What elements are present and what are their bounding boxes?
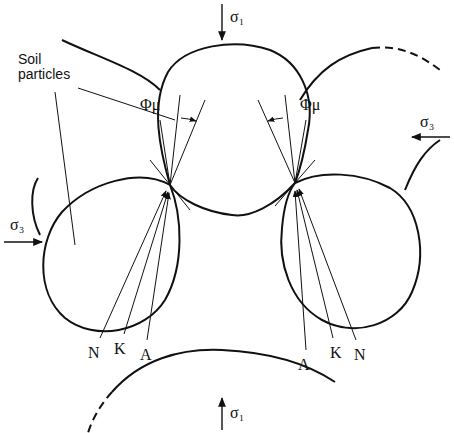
- partial-particle: [405, 140, 440, 190]
- force-label: A: [140, 346, 152, 364]
- force-label: A: [298, 356, 310, 374]
- leader-line: [55, 92, 75, 245]
- partial-particle: [300, 48, 372, 100]
- force-arrow: [147, 193, 169, 340]
- resultant-line: [285, 95, 295, 183]
- angle-arc: [268, 118, 283, 121]
- force-label: N: [354, 346, 366, 364]
- angle-label: Φμ: [300, 96, 320, 114]
- force-arrow: [100, 191, 166, 338]
- partial-particle: [32, 178, 40, 235]
- normal-line: [170, 100, 205, 185]
- stress-label: σ₃: [420, 113, 434, 131]
- force-arrow: [295, 191, 306, 350]
- stress-label: σ₁: [230, 404, 244, 422]
- leader-line: [78, 88, 175, 120]
- friction-line: [295, 120, 306, 183]
- top-particle: [158, 44, 310, 215]
- part-name: Soil particles: [18, 52, 78, 83]
- stress-arrow: [221, 398, 222, 430]
- resultant-line: [170, 95, 180, 185]
- partial-particle: [62, 40, 160, 90]
- angle-arc: [181, 118, 196, 121]
- force-label: N: [88, 344, 100, 362]
- stress-arrow: [4, 241, 42, 242]
- partial-particle: [88, 392, 112, 433]
- normal-line: [258, 100, 295, 183]
- force-arrow: [299, 189, 356, 340]
- force-arrow: [124, 192, 168, 334]
- force-label: K: [330, 344, 342, 362]
- stress-arrow: [221, 4, 222, 40]
- left-particle: [43, 178, 179, 332]
- friction-line: [160, 120, 170, 185]
- stress-label: σ₃: [10, 216, 24, 234]
- force-label: K: [114, 340, 126, 358]
- stress-arrow: [412, 136, 450, 137]
- angle-label: Φμ: [140, 96, 160, 114]
- partial-particle: [372, 47, 440, 70]
- stress-label: σ₁: [230, 8, 244, 26]
